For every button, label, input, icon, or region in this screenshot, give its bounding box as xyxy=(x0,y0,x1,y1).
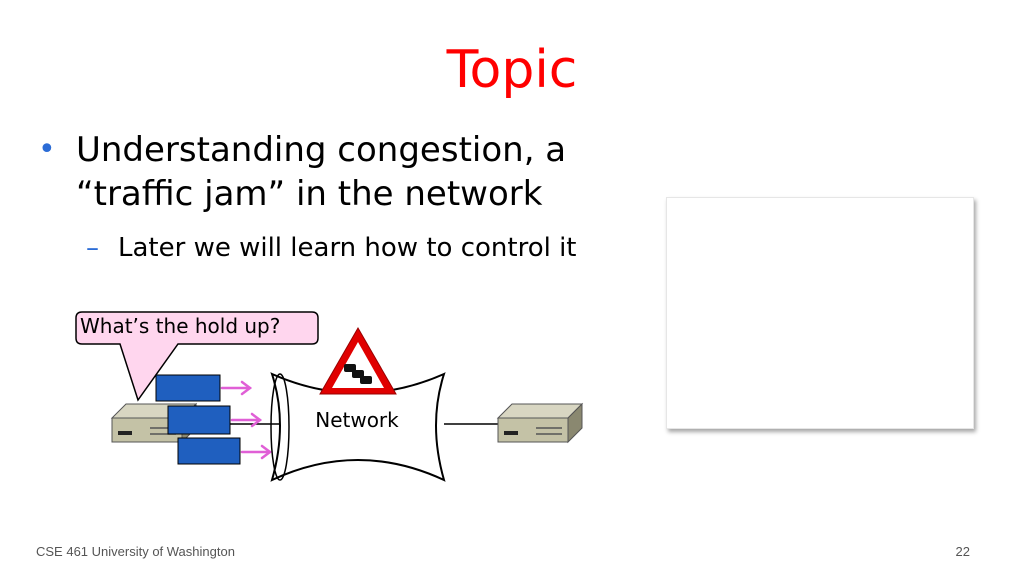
arrow-icon xyxy=(220,380,253,396)
network-left-rim xyxy=(270,373,290,481)
speech-bubble xyxy=(75,311,319,402)
footer-page-number: 22 xyxy=(955,544,970,559)
dash-icon: – xyxy=(86,233,99,263)
sub-bullet-text: Later we will learn how to control it xyxy=(118,233,577,263)
footer-course: CSE 461 University of Washington xyxy=(36,544,235,559)
slide-title: Topic xyxy=(446,40,578,100)
packet xyxy=(167,405,231,435)
speech-bubble-text: What’s the hold up? xyxy=(80,314,281,338)
packet xyxy=(155,374,221,402)
bullet-dot-icon: • xyxy=(38,132,56,167)
traffic-jam-warning-icon xyxy=(319,326,397,395)
blank-image-box xyxy=(666,197,974,429)
packet xyxy=(177,437,241,465)
right-router-icon xyxy=(496,402,584,444)
network-label: Network xyxy=(315,408,399,432)
main-bullet-text: Understanding congestion, a “traffic jam… xyxy=(76,130,567,214)
arrow-icon xyxy=(240,444,273,460)
arrow-icon xyxy=(230,412,263,428)
